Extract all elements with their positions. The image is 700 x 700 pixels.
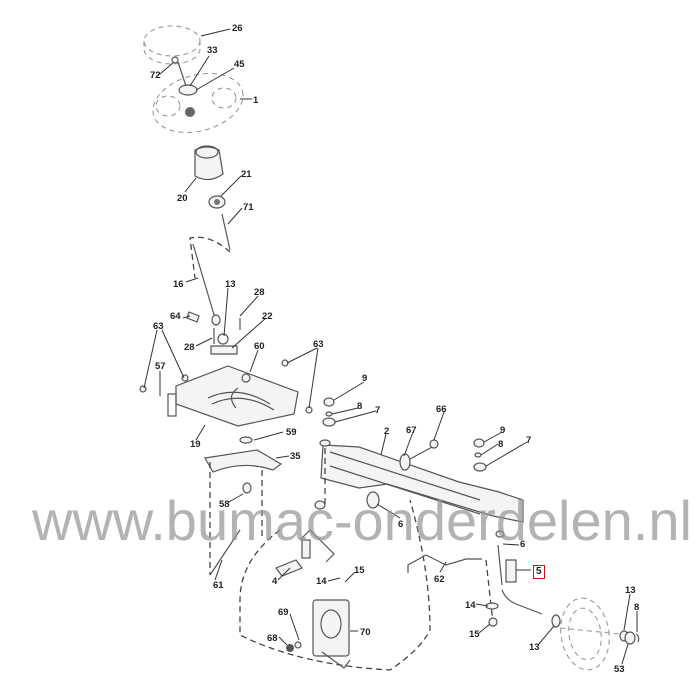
part-callout-13a: 13	[225, 279, 236, 290]
part-callout-9b: 9	[500, 425, 506, 436]
part-callout-9a: 9	[362, 373, 368, 384]
part-callout-28a: 28	[254, 287, 265, 298]
part-callout-13b: 13	[625, 585, 636, 596]
part-callout-14b: 14	[465, 600, 476, 611]
part-callout-70: 70	[360, 627, 371, 638]
part-callout-71: 71	[243, 202, 254, 213]
part-callout-6a: 6	[398, 519, 404, 530]
part-callout-21: 21	[241, 169, 252, 180]
washer-stack-right	[473, 438, 487, 472]
front-axle-part	[319, 439, 524, 523]
part-callout-22: 22	[262, 311, 273, 322]
part-callout-35: 35	[290, 451, 301, 462]
steering-plate-part	[167, 365, 299, 427]
part-callout-1: 1	[253, 95, 259, 106]
part-callout-4: 4	[272, 576, 278, 587]
part-callout-15a: 15	[354, 565, 365, 576]
part-callout-63a: 63	[153, 321, 164, 332]
part-callout-66: 66	[436, 404, 447, 415]
part-callout-57: 57	[155, 361, 166, 372]
part-callout-8b: 8	[498, 439, 504, 450]
part-callout-20: 20	[177, 193, 188, 204]
part-callout-68: 68	[267, 633, 278, 644]
watermark-text: www.bumac-onderdelen.nl	[32, 489, 692, 552]
part-callout-19: 19	[190, 439, 201, 450]
pivot-shaft-part	[275, 529, 335, 577]
part-callout-8c: 8	[634, 602, 640, 613]
part-callout-7a: 7	[375, 405, 381, 416]
spindle-part	[485, 530, 543, 627]
part-callout-62: 62	[434, 574, 445, 585]
part-callout-13c: 13	[529, 642, 540, 653]
part-callout-28b: 28	[184, 342, 195, 353]
part-callout-7b: 7	[526, 435, 532, 446]
part-callout-58: 58	[219, 499, 230, 510]
part-callout-67: 67	[406, 425, 417, 436]
part-callout-59: 59	[286, 427, 297, 438]
steering-support-part	[210, 318, 241, 355]
steering-adapter-part	[194, 145, 226, 209]
steering-shaft-part	[189, 213, 231, 326]
part-callout-61: 61	[213, 580, 224, 591]
part-callout-53: 53	[614, 664, 625, 675]
part-callout-15b: 15	[469, 629, 480, 640]
part-callout-63b: 63	[313, 339, 324, 350]
part-callout-16: 16	[173, 279, 184, 290]
part-callout-2: 2	[384, 426, 390, 437]
bracket-part	[286, 599, 351, 669]
steering-wheel-part	[152, 56, 244, 134]
part-callout-33: 33	[207, 45, 218, 56]
part-callout-64: 64	[170, 311, 181, 322]
washer-part	[366, 491, 380, 509]
front-wheel-part	[551, 597, 640, 671]
pivot-bolt-part	[399, 439, 439, 471]
fastener-parts	[139, 311, 313, 414]
part-callout-5[interactable]: 5	[533, 565, 545, 579]
sector-gear-part	[204, 436, 283, 575]
tie-rod-part	[407, 554, 482, 573]
part-callout-14a: 14	[316, 576, 327, 587]
steering-cap-part	[143, 25, 201, 65]
part-callout-45: 45	[234, 59, 245, 70]
part-callout-26: 26	[232, 23, 243, 34]
leader-lines	[143, 28, 638, 665]
drag-link-part	[209, 529, 241, 576]
part-callout-60: 60	[254, 341, 265, 352]
part-callout-8a: 8	[357, 401, 363, 412]
washer-stack-left	[322, 397, 336, 427]
part-callout-6b: 6	[520, 539, 526, 550]
assembly-boundary	[239, 499, 431, 671]
washer-part	[314, 500, 326, 510]
part-callout-72: 72	[150, 70, 161, 81]
part-callout-69: 69	[278, 607, 289, 618]
